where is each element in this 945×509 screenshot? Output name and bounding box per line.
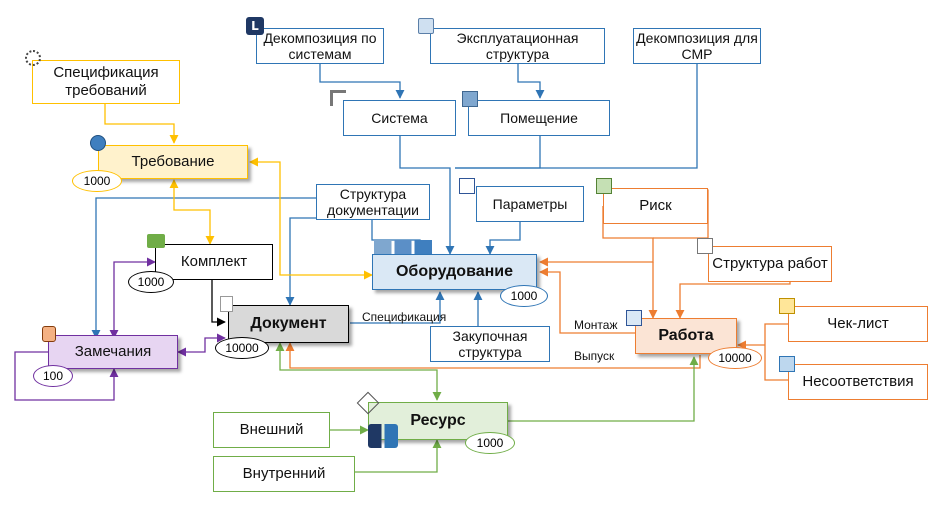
edge-work-to-equipment <box>539 267 635 334</box>
sliders-icon <box>459 178 475 194</box>
task-list-icon <box>697 238 713 254</box>
node-internal[interactable]: Внутренний <box>213 456 355 492</box>
edge-requirement-to-kit <box>169 179 215 245</box>
badge-resource: 1000 <box>465 432 515 454</box>
edge-room-to-equipment <box>455 136 541 169</box>
edge-remarks-self <box>14 351 119 401</box>
edge-smr-to-equipment <box>455 64 698 169</box>
node-parameters[interactable]: Параметры <box>476 186 584 222</box>
cube-icon <box>462 91 478 107</box>
edge-system-to-equipment <box>399 136 455 255</box>
node-risk[interactable]: Риск <box>603 188 708 224</box>
checklist-yellow-icon <box>779 298 795 314</box>
badge-remarks: 100 <box>33 365 73 387</box>
badge-equipment: 1000 <box>500 285 548 307</box>
globe-icon <box>90 135 106 151</box>
node-doc-structure[interactable]: Структура документации <box>316 184 430 220</box>
clipboard-icon <box>626 310 642 326</box>
edge-label-specification: Спецификация <box>362 310 447 324</box>
edge-remarks-to-document <box>177 333 226 357</box>
node-system[interactable]: Система <box>343 100 456 136</box>
edge-exploit-to-room <box>517 64 545 99</box>
badge-requirement: 1000 <box>72 170 122 192</box>
checklist-blue-icon <box>779 356 795 372</box>
node-nonconformity[interactable]: Несоответствия <box>788 364 928 400</box>
worker-icon <box>368 424 398 448</box>
edge-spec-to-requirement <box>104 104 179 144</box>
layers-icon: L <box>246 17 264 35</box>
badge-document: 10000 <box>215 337 269 359</box>
node-decomp-smr[interactable]: Декомпозиция для СМР <box>633 28 761 64</box>
node-spec-requirements[interactable]: Спецификация требований <box>32 60 180 104</box>
edge-kit-to-remarks <box>109 257 156 339</box>
edge-document-to-resource <box>275 342 442 401</box>
node-remarks[interactable]: Замечания <box>48 335 178 369</box>
checklist-green-icon <box>596 178 612 194</box>
node-work-structure[interactable]: Структура работ <box>708 246 832 282</box>
edge-checklist-to-work <box>764 323 788 381</box>
document-icon <box>220 296 233 312</box>
edge-document-to-equipment <box>350 291 445 324</box>
hand-pointer-icon <box>42 326 56 342</box>
edge-doc-struct-to-document <box>285 217 330 306</box>
folder-icon <box>147 234 165 248</box>
node-kit[interactable]: Комплект <box>155 244 273 280</box>
pipe-icon <box>330 90 346 106</box>
edge-internal-to-resource <box>355 439 442 473</box>
node-external[interactable]: Внешний <box>213 412 330 448</box>
target-icon <box>25 50 41 66</box>
node-decomp-systems[interactable]: Декомпозиция по системам <box>256 28 384 64</box>
node-requirement[interactable]: Требование <box>98 145 248 179</box>
edge-equipment-to-requirement <box>249 157 373 280</box>
edge-params-to-equipment <box>485 222 521 255</box>
node-checklist[interactable]: Чек-лист <box>788 306 928 342</box>
badge-kit: 1000 <box>128 271 174 293</box>
equipment-cubes-icon <box>374 240 432 254</box>
edge-resource-to-work <box>508 356 699 422</box>
edge-decomp-systems-to-system <box>319 64 405 99</box>
edge-label-release: Выпуск <box>574 349 615 363</box>
edge-kit-to-document <box>211 280 226 327</box>
edge-label-mounting: Монтаж <box>574 318 618 332</box>
node-equipment[interactable]: Оборудование <box>372 254 537 290</box>
badge-work: 10000 <box>708 347 762 369</box>
node-room[interactable]: Помещение <box>468 100 610 136</box>
node-exploit-structure[interactable]: Эксплуатационная структура <box>430 28 605 64</box>
edge-doc-struct-to-remarks <box>91 197 316 339</box>
node-procurement-structure[interactable]: Закупочная структура <box>430 326 550 362</box>
building-icon <box>418 18 434 34</box>
